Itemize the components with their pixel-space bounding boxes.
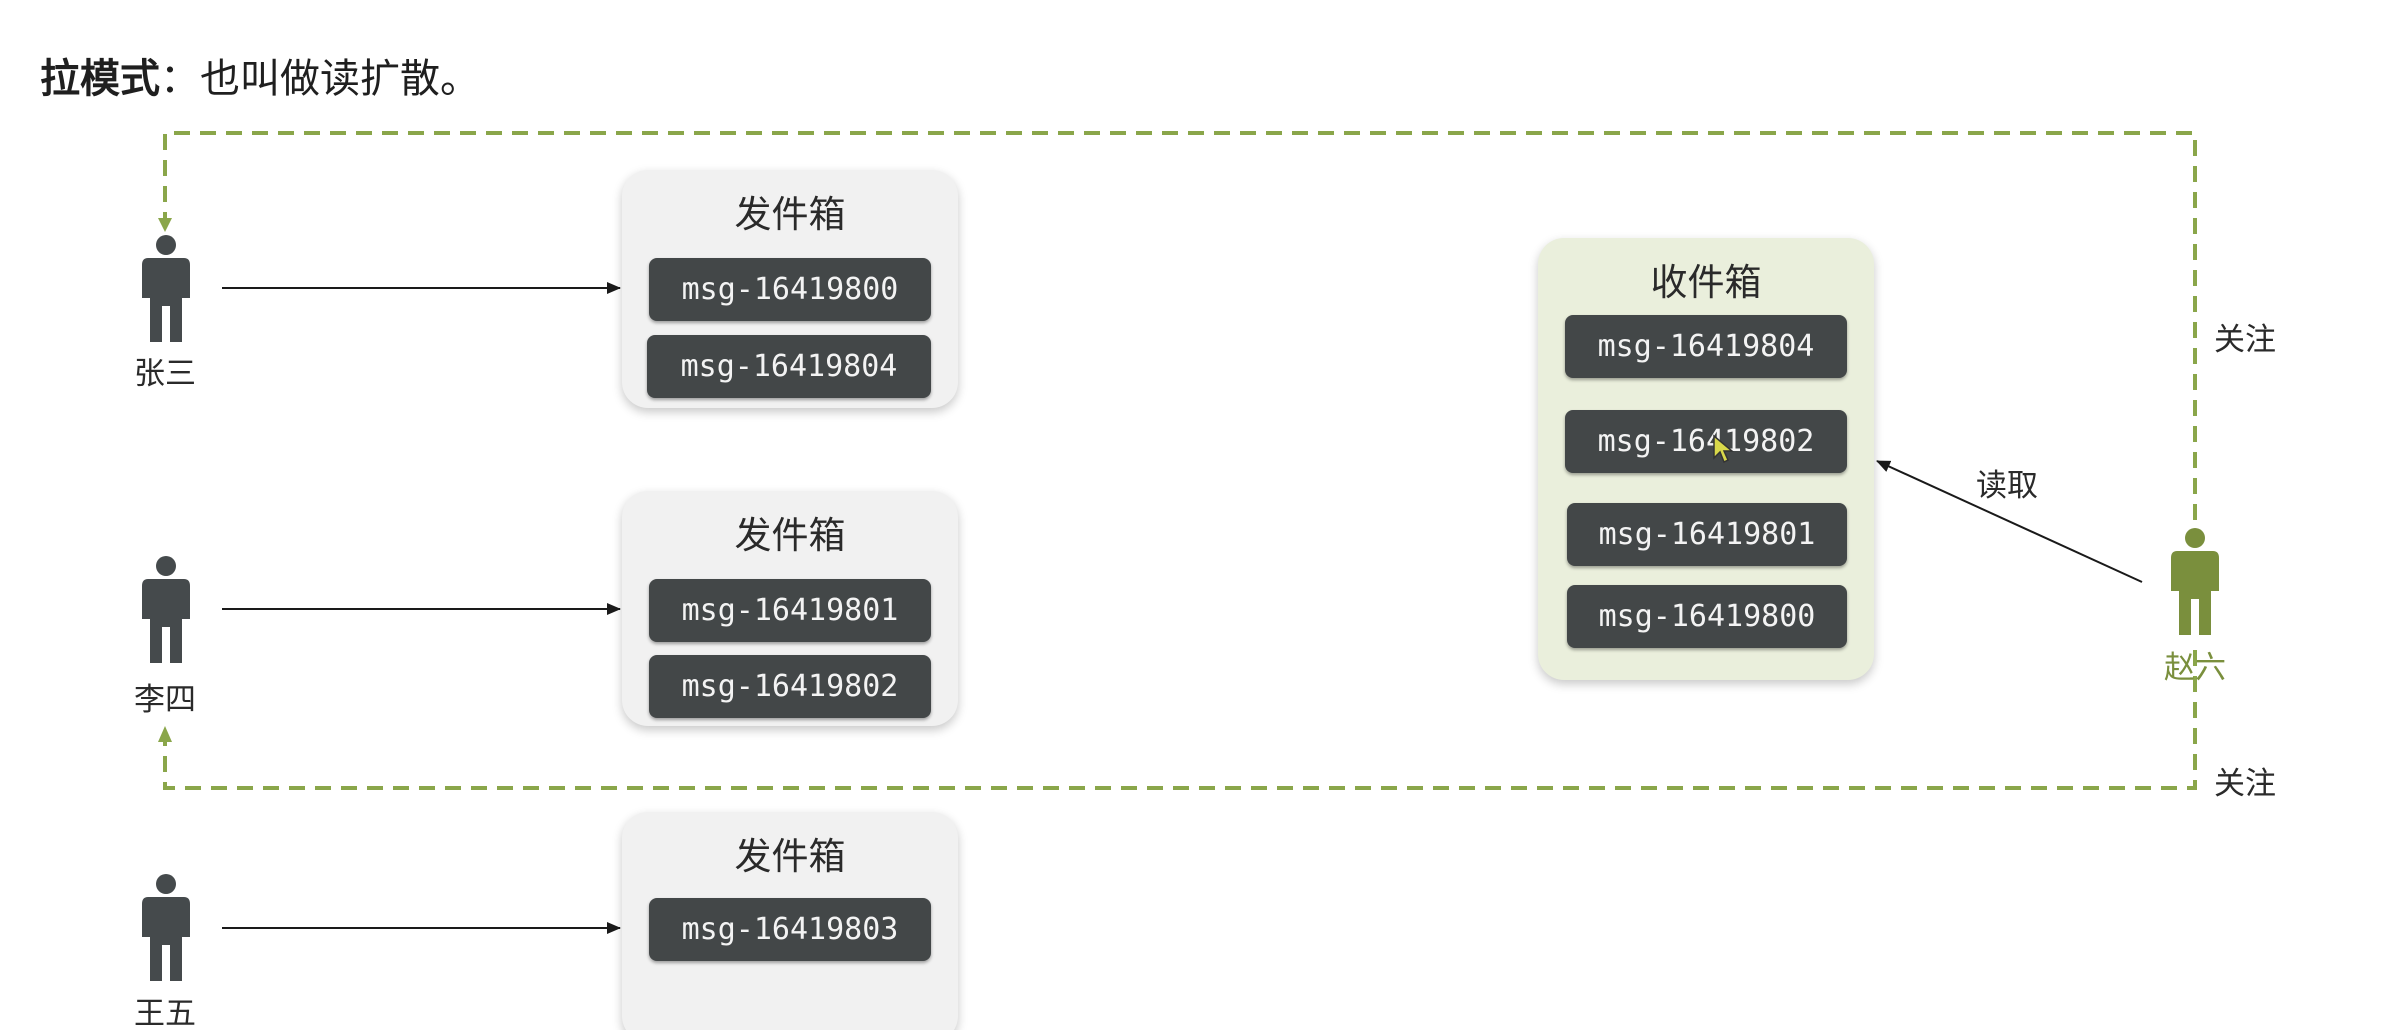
message-item: msg-16419800 — [1567, 585, 1847, 648]
user-name-lisi: 李四 — [134, 682, 196, 718]
read-arrow — [1876, 460, 2143, 583]
user-name-zhaoliu: 赵六 — [2164, 650, 2226, 686]
message-item: msg-16419804 — [1565, 315, 1847, 378]
follow-line-top — [163, 131, 2197, 520]
heading-bold: 拉模式 — [40, 56, 160, 102]
inbox-zhaoliu: 收件箱 msg-16419804 msg-16419802 msg-164198… — [1538, 238, 1874, 680]
user-name-zhangsan: 张三 — [134, 356, 196, 392]
user-name-wangwu: 王五 — [134, 996, 196, 1030]
outbox-title: 发件箱 — [734, 835, 846, 878]
outbox-title: 发件箱 — [734, 514, 846, 557]
follow-label-bottom: 关注 — [2214, 766, 2276, 802]
outbox-zhangsan: 发件箱 msg-16419800 msg-16419804 — [622, 170, 958, 408]
message-item: msg-16419804 — [647, 335, 931, 398]
heading-rest: ：也叫做读扩散。 — [160, 56, 480, 102]
user-icon-zhangsan — [142, 235, 190, 342]
outbox-wangwu: 发件箱 msg-16419803 — [622, 812, 958, 1030]
follow-label-top: 关注 — [2214, 322, 2276, 358]
follow-line-bottom — [163, 650, 2197, 790]
message-item: msg-16419801 — [1567, 503, 1847, 566]
message-item: msg-16419802 — [649, 655, 931, 718]
message-item: msg-16419801 — [649, 579, 931, 642]
follow-arrow-top — [158, 218, 172, 232]
mouse-cursor-icon — [1713, 434, 1734, 464]
user-icon-wangwu — [142, 874, 190, 981]
message-item: msg-16419802 — [1565, 410, 1847, 473]
user-icon-zhaoliu — [2171, 528, 2219, 635]
user-icon-lisi — [142, 556, 190, 663]
heading: 拉模式：也叫做读扩散。 — [40, 46, 480, 104]
inbox-title: 收件箱 — [1650, 261, 1762, 304]
read-label: 读取 — [1976, 468, 2038, 504]
outbox-title: 发件箱 — [734, 193, 846, 236]
message-item: msg-16419803 — [649, 898, 931, 961]
follow-arrow-bottom — [158, 726, 172, 742]
message-item: msg-16419800 — [649, 258, 931, 321]
outbox-lisi: 发件箱 msg-16419801 msg-16419802 — [622, 491, 958, 726]
